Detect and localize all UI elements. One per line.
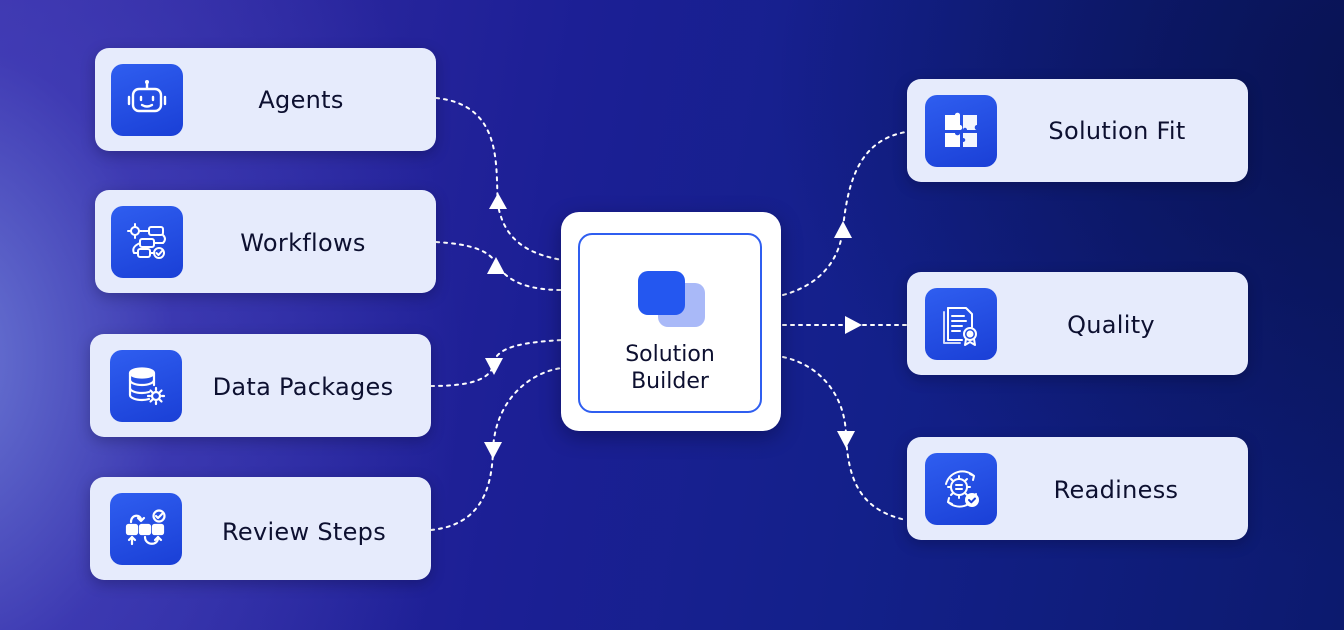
arrowhead-agents bbox=[489, 193, 507, 209]
card-readiness-label: Readiness bbox=[1053, 476, 1179, 504]
card-data-packages-label: Data Packages bbox=[212, 373, 394, 401]
solution-builder-logo-icon bbox=[638, 271, 705, 327]
solution-builder-label-line2: Builder bbox=[631, 369, 709, 394]
puzzle-icon bbox=[925, 95, 997, 167]
card-workflows-label: Workflows bbox=[240, 229, 366, 257]
solution-builder-label: Solution Builder bbox=[580, 341, 760, 395]
card-agents[interactable]: Agents bbox=[95, 48, 436, 151]
review-steps-icon bbox=[110, 493, 182, 565]
card-readiness[interactable]: Readiness bbox=[907, 437, 1248, 540]
robot-icon bbox=[111, 64, 183, 136]
card-data-packages[interactable]: Data Packages bbox=[90, 334, 431, 437]
arrowhead-readiness bbox=[837, 431, 855, 448]
card-workflows[interactable]: Workflows bbox=[95, 190, 436, 293]
arrowhead-solution-fit bbox=[834, 221, 852, 238]
solution-builder-frame: Solution Builder bbox=[578, 233, 762, 413]
arrowhead-workflows bbox=[487, 257, 505, 274]
connector-workflows bbox=[435, 241, 563, 291]
gear-check-icon bbox=[925, 453, 997, 525]
card-solution-fit[interactable]: Solution Fit bbox=[907, 79, 1248, 182]
certificate-icon bbox=[925, 288, 997, 360]
card-quality-label: Quality bbox=[1067, 311, 1155, 339]
card-agents-label: Agents bbox=[258, 86, 344, 114]
connector-readiness bbox=[782, 356, 907, 521]
arrowhead-review-steps bbox=[484, 442, 502, 459]
card-quality[interactable]: Quality bbox=[907, 272, 1248, 375]
arrowhead-quality bbox=[845, 316, 862, 334]
arrowhead-data-packages bbox=[485, 358, 503, 375]
database-gear-icon bbox=[110, 350, 182, 422]
card-solution-fit-label: Solution Fit bbox=[1048, 117, 1186, 145]
solution-builder-card[interactable]: Solution Builder bbox=[561, 212, 781, 431]
connector-solution-fit bbox=[782, 131, 907, 296]
card-review-steps-label: Review Steps bbox=[221, 518, 387, 546]
connector-agents bbox=[435, 97, 563, 261]
solution-builder-label-line1: Solution bbox=[625, 342, 715, 367]
workflow-icon bbox=[111, 206, 183, 278]
card-review-steps[interactable]: Review Steps bbox=[90, 477, 431, 580]
